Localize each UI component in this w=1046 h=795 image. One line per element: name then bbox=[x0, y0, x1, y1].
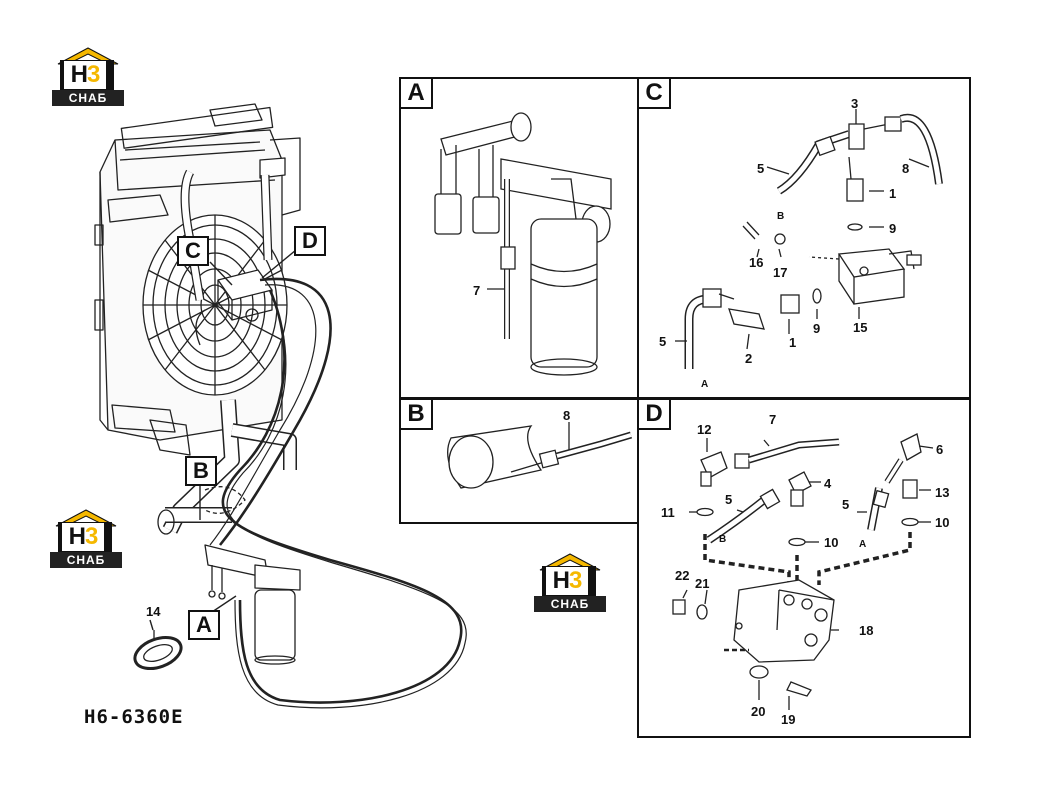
detail-panel-b: B 8 bbox=[399, 398, 640, 524]
panel-d-label-11: 11 bbox=[661, 505, 675, 520]
detail-panel-d: D bbox=[637, 398, 971, 738]
panel-d-label-7: 7 bbox=[769, 412, 777, 427]
panel-d-label-22: 22 bbox=[675, 568, 690, 583]
filter-assembly-main bbox=[204, 544, 301, 665]
panel-d-label-12: 12 bbox=[697, 422, 712, 437]
panel-d-tag: D bbox=[639, 400, 671, 430]
panel-d-label-10-center: 10 bbox=[824, 535, 839, 550]
panel-c-label-15: 15 bbox=[853, 320, 868, 335]
panel-a-tag: A bbox=[401, 79, 433, 109]
panel-d-hose-mark-b: B bbox=[719, 534, 727, 545]
panel-d-label-6: 6 bbox=[936, 442, 944, 457]
brand-logo-middle: H3 СНАБ bbox=[50, 508, 122, 572]
panel-a-drawing bbox=[434, 112, 612, 376]
panel-c-drawing bbox=[675, 109, 943, 369]
callout-leaders bbox=[149, 249, 297, 631]
brand-logo-top: H3 СНАБ bbox=[52, 46, 124, 110]
panel-b-drawing bbox=[447, 422, 633, 489]
logo-band-text: СНАБ bbox=[50, 552, 122, 568]
detail-panel-a: A 7 bbox=[399, 77, 640, 399]
logo-three: 3 bbox=[568, 567, 582, 594]
logo-h: H bbox=[68, 523, 86, 550]
callout-c: C bbox=[177, 236, 209, 266]
panel-c-label-9-upper: 9 bbox=[889, 221, 897, 236]
logo-band-text: СНАБ bbox=[534, 596, 606, 612]
panel-c-label-17: 17 bbox=[773, 265, 788, 280]
panel-c-label-9-lower: 9 bbox=[813, 321, 821, 336]
panel-d-hose-mark-a: A bbox=[859, 539, 867, 550]
panel-d-label-19: 19 bbox=[781, 712, 796, 727]
panel-c-hose-mark-a: A bbox=[701, 379, 709, 390]
logo-band-text: СНАБ bbox=[52, 90, 124, 106]
part-14-grommet bbox=[133, 630, 183, 671]
valve-block-main bbox=[195, 269, 273, 346]
panel-c-label-1-lower: 1 bbox=[789, 335, 797, 350]
panel-d-label-5-right: 5 bbox=[842, 497, 850, 512]
callout-d: D bbox=[294, 226, 326, 256]
panel-c-label-1-upper: 1 bbox=[889, 186, 897, 201]
detail-panel-c: C bbox=[637, 77, 971, 399]
logo-three: 3 bbox=[84, 523, 98, 550]
panel-d-label-13: 13 bbox=[935, 485, 950, 500]
panel-c-hose-mark-b: B bbox=[777, 211, 785, 222]
panel-d-label-20: 20 bbox=[751, 704, 766, 719]
panel-c-label-16: 16 bbox=[749, 255, 764, 270]
panel-c-tag: C bbox=[639, 79, 671, 109]
callout-a: A bbox=[188, 610, 220, 640]
logo-three: 3 bbox=[86, 61, 100, 88]
drawing-code: H6-6360E bbox=[84, 706, 184, 728]
panel-a-label-7: 7 bbox=[473, 283, 481, 298]
callout-b: B bbox=[185, 456, 217, 486]
panel-c-label-5-lower: 5 bbox=[659, 334, 667, 349]
hoses-main bbox=[204, 277, 467, 709]
panel-d-drawing bbox=[672, 433, 934, 710]
panel-d-label-5-left: 5 bbox=[725, 492, 733, 507]
logo-h: H bbox=[70, 61, 88, 88]
panel-d-label-18: 18 bbox=[859, 623, 874, 638]
panel-d-label-10-right: 10 bbox=[935, 515, 950, 530]
panel-d-label-21: 21 bbox=[695, 576, 710, 591]
panel-b-label-8: 8 bbox=[563, 408, 571, 423]
logo-h: H bbox=[552, 567, 570, 594]
panel-b-tag: B bbox=[401, 400, 433, 430]
panel-c-label-3: 3 bbox=[851, 96, 859, 111]
panel-c-label-2: 2 bbox=[745, 351, 753, 366]
part-label-14: 14 bbox=[146, 604, 161, 619]
panel-d-label-4: 4 bbox=[824, 476, 832, 491]
panel-c-label-8: 8 bbox=[902, 161, 910, 176]
brand-logo-center: H3 СНАБ bbox=[534, 552, 606, 616]
panel-c-label-5-upper: 5 bbox=[757, 161, 765, 176]
